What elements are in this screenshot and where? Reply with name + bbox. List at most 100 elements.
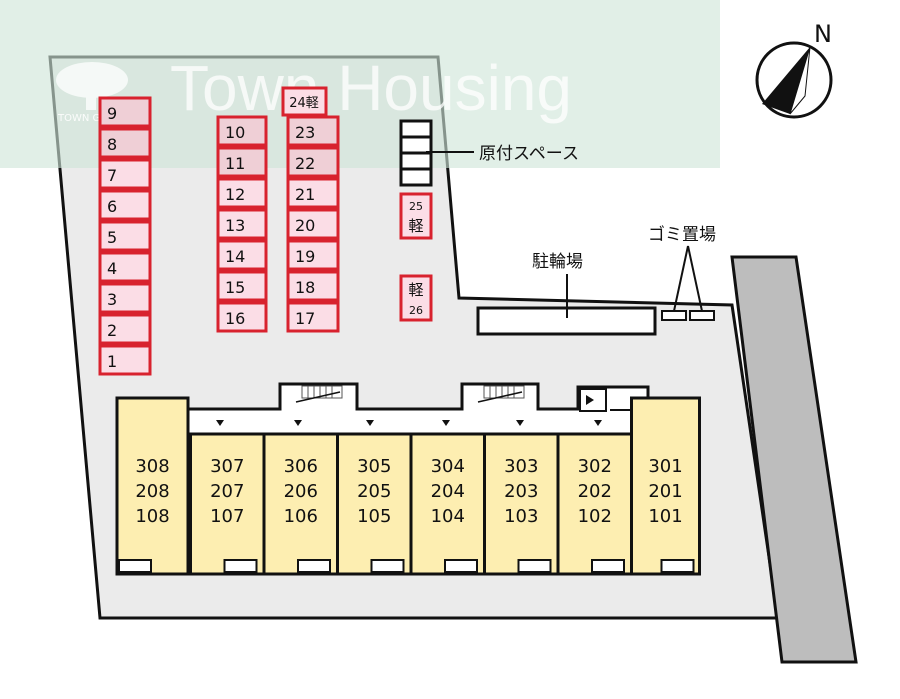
parking-spot-label: 4 xyxy=(107,259,117,278)
unit-number: 108 xyxy=(135,506,169,527)
unit-number: 308 xyxy=(135,456,169,477)
unit-number: 107 xyxy=(210,506,244,527)
parking-spot-20: 20 xyxy=(286,208,340,240)
unit-307: 307 207 107 xyxy=(189,432,266,576)
parking-spot-26: 軽 26 xyxy=(399,274,433,322)
parking-spot-label: 15 xyxy=(225,278,245,297)
parking-spot-18: 18 xyxy=(286,270,340,302)
moped-space-label: 原付スペース xyxy=(479,144,579,164)
bicycle-parking: 駐輪場 xyxy=(476,252,657,336)
road xyxy=(730,255,858,664)
unit-number: 104 xyxy=(431,506,465,527)
garbage-area-label: ゴミ置場 xyxy=(648,224,716,245)
unit-304: 304 204 104 xyxy=(409,432,486,576)
watermark-group: TOWN GROUP xyxy=(57,113,128,124)
parking-spot-11: 11 xyxy=(216,146,268,178)
stairs-icon xyxy=(295,385,343,403)
parking-right-column: 23 22 21 20 19 18 17 xyxy=(286,115,340,333)
parking-spot-label: 12 xyxy=(225,185,245,204)
parking-spot-23: 23 xyxy=(286,115,340,147)
parking-spot-label: 9 xyxy=(107,104,117,123)
svg-text:軽: 軽 xyxy=(408,217,423,235)
svg-text:26: 26 xyxy=(409,304,423,317)
unit-number: 105 xyxy=(357,506,391,527)
parking-spot-13: 13 xyxy=(216,208,268,240)
parking-spot-22: 22 xyxy=(286,146,340,178)
parking-spot-2: 2 xyxy=(98,313,152,345)
parking-spot-label: 22 xyxy=(295,154,315,173)
parking-spot-6: 6 xyxy=(98,189,152,221)
unit-number: 306 xyxy=(284,456,318,477)
parking-spot-label: 11 xyxy=(225,154,245,173)
parking-spot-label: 19 xyxy=(295,247,315,266)
parking-spot-1: 1 xyxy=(98,344,152,376)
parking-spot-8: 8 xyxy=(98,127,152,159)
unit-number: 101 xyxy=(648,506,682,527)
stairs-icon xyxy=(477,385,525,403)
parking-spot-label: 8 xyxy=(107,135,117,154)
parking-spot-9: 9 xyxy=(98,96,152,128)
parking-spot-10: 10 xyxy=(216,115,268,147)
unit-number: 303 xyxy=(504,456,538,477)
parking-spot-5: 5 xyxy=(98,220,152,252)
parking-spot-label: 13 xyxy=(225,216,245,235)
parking-spot-label: 23 xyxy=(295,123,315,142)
parking-spot-7: 7 xyxy=(98,158,152,190)
unit-302: 302 202 102 xyxy=(556,432,633,576)
unit-number: 302 xyxy=(578,456,612,477)
unit-number: 206 xyxy=(284,481,318,502)
bicycle-parking-label: 駐輪場 xyxy=(532,252,583,272)
unit-number: 205 xyxy=(357,481,391,502)
parking-spot-16: 16 xyxy=(216,301,268,333)
unit-number: 304 xyxy=(431,456,465,477)
parking-spot-label: 6 xyxy=(107,197,117,216)
parking-spot-label: 21 xyxy=(295,185,315,204)
svg-text:軽: 軽 xyxy=(408,281,423,299)
parking-spot-17: 17 xyxy=(286,301,340,333)
unit-303: 303 203 103 xyxy=(483,432,560,576)
unit-number: 103 xyxy=(504,506,538,527)
parking-left-column: 9 8 7 6 5 4 3 2 1 xyxy=(98,96,152,376)
unit-number: 208 xyxy=(135,481,169,502)
unit-number: 301 xyxy=(648,456,682,477)
parking-spot-label: 10 xyxy=(225,123,245,142)
unit-number: 102 xyxy=(578,506,612,527)
parking-spot-label: 5 xyxy=(107,228,117,247)
compass-needle-icon xyxy=(762,47,810,114)
unit-number: 207 xyxy=(210,481,244,502)
parking-spot-label: 2 xyxy=(107,321,117,340)
parking-spot-15: 15 xyxy=(216,270,268,302)
parking-spot-21: 21 xyxy=(286,177,340,209)
parking-spot-19: 19 xyxy=(286,239,340,271)
unit-number: 204 xyxy=(431,481,465,502)
parking-spot-label: 18 xyxy=(295,278,315,297)
compass: N xyxy=(755,20,833,119)
garbage-area: ゴミ置場 xyxy=(648,224,716,321)
unit-number: 307 xyxy=(210,456,244,477)
parking-spot-24: 24軽 xyxy=(281,86,328,117)
parking-middle-column: 10 11 12 13 14 15 16 xyxy=(216,115,268,333)
svg-text:25: 25 xyxy=(409,200,423,213)
unit-number: 203 xyxy=(504,481,538,502)
parking-spot-label: 14 xyxy=(225,247,245,266)
parking-spot-label: 7 xyxy=(107,166,117,185)
parking-spot-label: 1 xyxy=(107,352,117,371)
parking-spot-3: 3 xyxy=(98,282,152,314)
watermark-brand: Town Housing xyxy=(170,52,572,124)
parking-spot-4: 4 xyxy=(98,251,152,283)
tree-logo-icon xyxy=(56,62,128,110)
unit-number: 305 xyxy=(357,456,391,477)
parking-spot-14: 14 xyxy=(216,239,268,271)
parking-spot-label: 3 xyxy=(107,290,117,309)
parking-spot-label: 20 xyxy=(295,216,315,235)
moped-space: 原付スペース xyxy=(399,119,579,187)
parking-spot-12: 12 xyxy=(216,177,268,209)
compass-north-label: N xyxy=(814,20,832,48)
unit-number: 202 xyxy=(578,481,612,502)
parking-spot-label: 17 xyxy=(295,309,315,328)
